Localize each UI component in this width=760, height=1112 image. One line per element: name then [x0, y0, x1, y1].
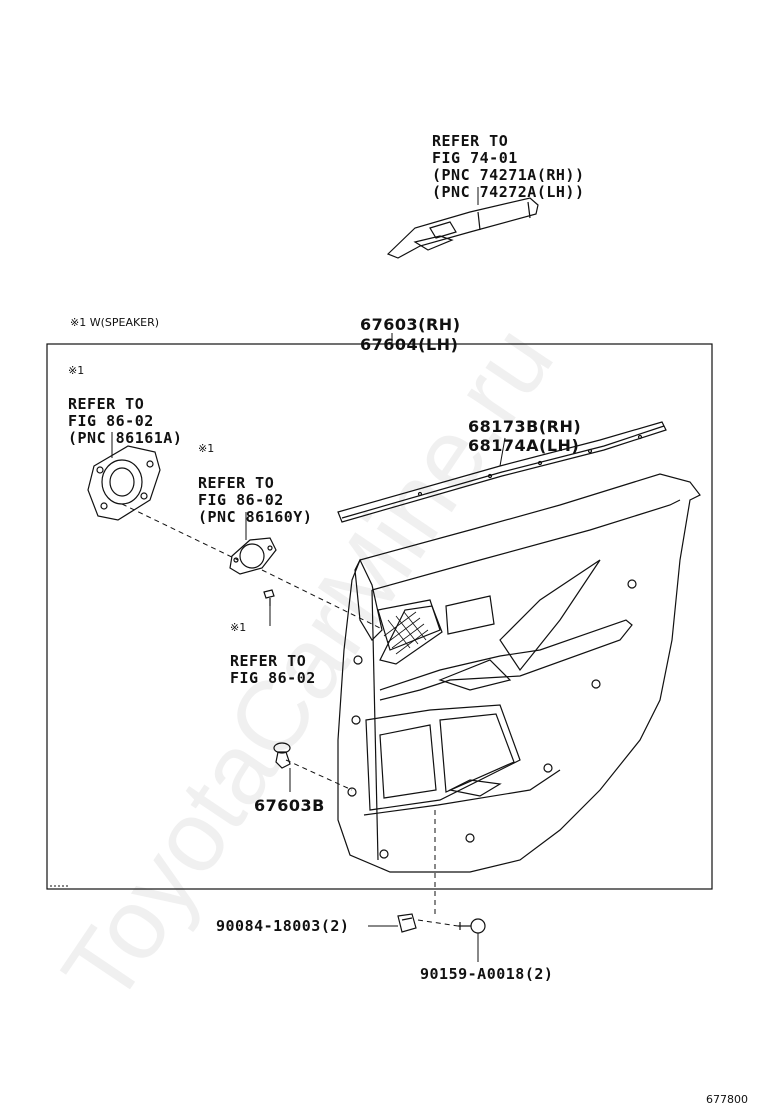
speaker-inner-mark: ※1: [198, 442, 215, 455]
weatherstrip-part-lh: 68174A(LH): [468, 436, 580, 455]
screw-part-label: 90159-A0018(2): [420, 965, 554, 983]
speaker-inner-part: [229, 537, 277, 575]
speaker-screw-line2: FIG 86-02: [230, 669, 316, 687]
refer-switch-line3: (PNC 74271A(RH)): [432, 166, 585, 184]
panel-part-lh: 67604(LH): [360, 335, 459, 354]
assembly-dash-lines: [121, 503, 459, 927]
weatherstrip-part-rh: 68173B(RH): [468, 417, 582, 436]
nut-part-label: 90084-18003(2): [216, 917, 350, 935]
panel-frame: [46, 343, 713, 890]
weatherstrip-part-label: 68173B(RH)68174A(LH): [468, 398, 581, 474]
speaker-outer-line2: FIG 86-02: [68, 412, 154, 430]
panel-part-rh: 67603(RH): [360, 315, 461, 334]
panel-part-label: 67603(RH)67604(LH): [360, 295, 461, 375]
refer-switch-line1: REFER TO: [432, 132, 509, 150]
clip-part-label: 67603B: [254, 796, 325, 815]
speaker-screw-line1: REFER TO: [230, 652, 307, 670]
switch-base-part: [386, 197, 539, 259]
speaker-note: ※1 W(SPEAKER): [70, 316, 160, 329]
clip-part: [273, 742, 291, 769]
speaker-outer-line3: (PNC 86161A): [68, 429, 183, 447]
speaker-inner-line1: REFER TO: [198, 474, 275, 492]
speaker-screw-part: [263, 589, 275, 606]
weatherstrip-leader: [499, 437, 506, 467]
speaker-inner-line2: FIG 86-02: [198, 491, 284, 509]
refer-switch-line4: (PNC 74272A(LH)): [432, 183, 585, 201]
weatherstrip-part: [337, 421, 667, 523]
speaker-grille: [383, 611, 429, 655]
refer-switch-line2: FIG 74-01: [432, 149, 518, 167]
speaker-outer-mark: ※1: [68, 364, 85, 377]
nut-part: [397, 913, 417, 933]
screw-part: [458, 918, 486, 934]
speaker-outer-line1: REFER TO: [68, 395, 145, 413]
speaker-inner-line3: (PNC 86160Y): [198, 508, 313, 526]
speaker-screw-mark: ※1: [230, 621, 247, 634]
door-trim-panel: [337, 473, 701, 873]
figure-number: 677800: [706, 1093, 748, 1106]
